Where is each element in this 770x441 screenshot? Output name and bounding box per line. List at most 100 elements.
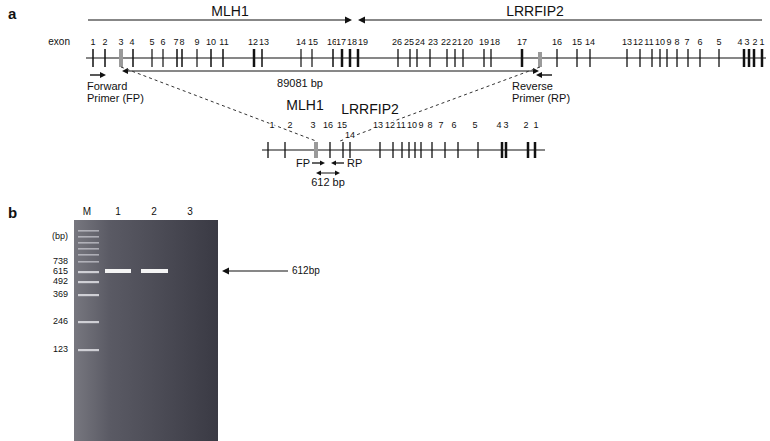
gene-arrow [88,19,346,20]
exon-number: 9 [666,38,671,47]
exon-number: 14 [345,131,355,140]
exon-tick [743,49,746,67]
exon-tick [753,49,756,67]
arrow-head [358,17,365,24]
lane-label: 2 [151,207,157,217]
primer-label: Forward Primer (FP) [87,80,153,104]
exon-number: 15 [308,38,318,47]
exon-number: 15 [337,121,347,130]
exon-tick [300,49,301,67]
exon-tick [462,49,463,67]
exon-tick [284,142,285,158]
exon-tick [651,49,652,67]
pcr-band [105,269,131,273]
arrow-head [536,72,542,78]
primer-arrow [542,74,552,75]
exon-tick [261,49,263,67]
exon-tick [196,49,197,67]
exon-tick [349,142,350,158]
exon-word: exon [48,37,70,47]
exon-tick [408,142,409,158]
primer-arrow [312,162,320,163]
exon-number: 24 [415,38,425,47]
exon-tick [538,52,542,67]
lane-label: M [83,207,91,217]
exon-tick [748,49,751,67]
exon-tick [718,49,719,67]
gene-name: LRRFIP2 [506,4,564,18]
exon-tick [521,49,524,67]
band-pointer [229,270,288,271]
exon-number: 14 [296,38,306,47]
panel-letter: a [8,6,16,21]
exon-tick [311,49,312,67]
exon-tick [176,49,178,67]
exon-tick [181,49,183,67]
exon-number: 6 [451,121,456,130]
exon-tick [379,142,380,158]
exon-tick [534,142,537,158]
exon-number: 10 [655,38,665,47]
ladder-band [78,242,99,244]
exon-number: 13 [373,121,383,130]
ladder-band [78,271,99,273]
exon-number: 10 [206,38,216,47]
arrow-head [331,161,336,166]
exon-tick [357,49,360,67]
exon-number: 4 [737,38,742,47]
exon-tick [342,142,343,158]
exon-tick [119,49,123,67]
exon-tick [222,49,224,67]
exon-number: 16 [323,121,333,130]
unit-label: (bp) [52,232,68,241]
exon-tick [699,49,700,67]
exon-tick [420,142,421,158]
exon-number: 2 [523,121,528,130]
exon-number: 19 [479,38,489,47]
lane-label: 3 [187,207,193,217]
exon-number: 3 [503,121,508,130]
exon-tick [401,142,402,158]
primer-label: Reverse Primer (RP) [512,80,578,104]
exon-tick [92,49,94,67]
exon-tick [505,142,508,158]
exon-number: 10 [407,121,417,130]
exon-tick [132,49,134,67]
exon-tick [416,49,417,67]
exon-number: 3 [118,38,123,47]
junction-dashed-line [340,67,540,141]
span-line [320,173,336,174]
primer-arrow [336,162,344,163]
exon-number: 17 [336,38,346,47]
exon-tick [659,49,660,67]
primer-label: FP [296,158,310,169]
size-label: 615 [53,267,68,276]
exon-tick [409,49,410,67]
exon-tick [314,142,318,158]
exon-number: 22 [441,38,451,47]
exon-tick [349,49,352,67]
exon-tick [341,49,344,67]
primer-arrow [90,74,100,75]
exon-number: 2 [102,38,107,47]
gene-name: MLH1 [211,4,248,18]
exon-number: 5 [472,121,477,130]
pcr-band [141,269,168,273]
exon-number: 18 [490,38,500,47]
exon-number: 2 [752,38,757,47]
exon-tick [151,49,152,67]
exon-number: 13 [622,38,632,47]
span-line [128,71,533,72]
exon-number: 14 [585,38,595,47]
exon-tick [457,142,458,158]
gel-image [74,220,218,441]
exon-tick [501,142,504,158]
size-label: 123 [53,345,68,354]
exon-number: 1 [90,38,95,47]
exon-tick [589,49,590,67]
exon-number: 7 [173,38,178,47]
panel-letter: b [8,205,17,220]
exon-tick [556,49,557,67]
